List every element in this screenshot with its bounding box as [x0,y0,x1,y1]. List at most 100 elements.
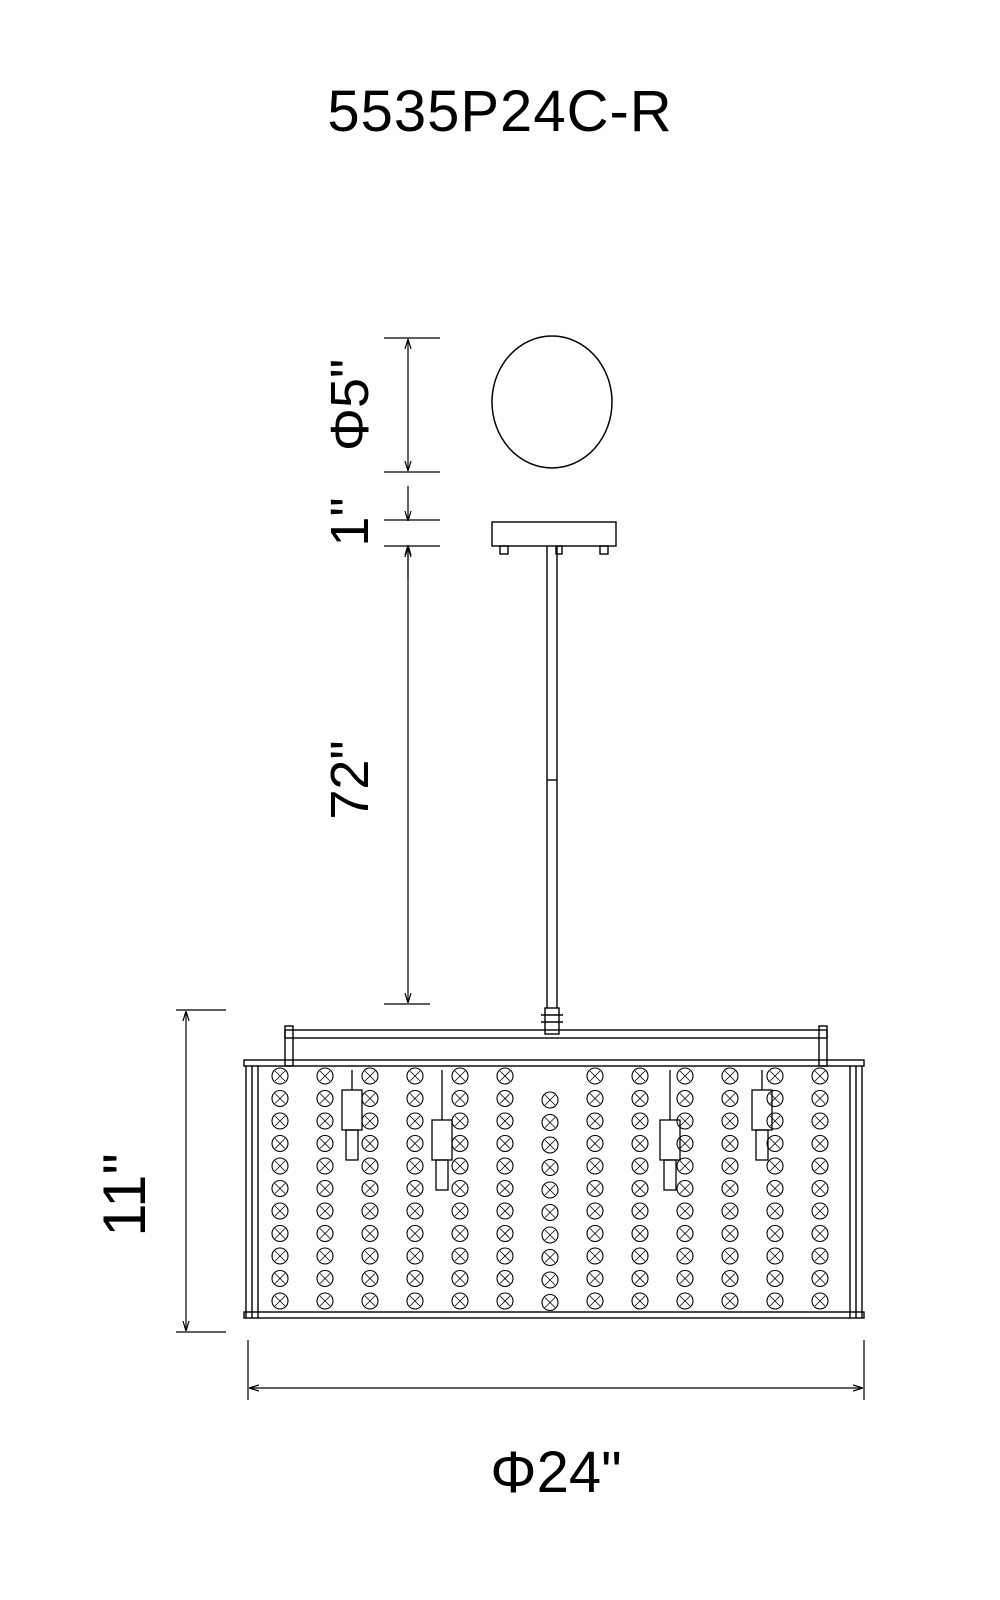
crystal-bead [496,1089,514,1108]
crystal-bead [406,1112,424,1130]
crystal-facet [679,1205,691,1217]
crystal-bead [406,1179,424,1198]
crystal-facet [454,1250,466,1262]
crystal-bead [541,1136,559,1154]
crystal-facet [409,1228,421,1239]
crystal-facet [319,1250,331,1262]
crystal-facet [544,1094,556,1106]
crystal-facet [544,1139,556,1151]
crystal-facet [544,1117,556,1128]
crystal-bead [586,1179,604,1198]
crystal-strand [451,1067,469,1310]
crystal-bead [271,1089,289,1108]
crystal-bead [811,1134,829,1153]
crystal-bead [406,1067,424,1085]
dimension-fixture-diameter [247,1340,865,1400]
crystal-bead [271,1224,289,1243]
crystal-facet [274,1115,286,1127]
crystal-facet [499,1138,511,1149]
crystal-bead [361,1247,379,1265]
crystal-facet [769,1183,781,1194]
crystal-bead [766,1179,784,1198]
crystal-facet [814,1160,826,1172]
crystal-bead [676,1224,694,1243]
crystal-bead [316,1224,334,1243]
canopy-top-view [491,335,613,469]
crystal-facet [364,1228,376,1239]
crystal-facet [544,1162,556,1173]
crystal-facet [634,1205,646,1217]
crystal-facet [409,1093,421,1104]
crystal-bead [676,1134,694,1153]
crystal-facet [544,1252,556,1263]
crystal-bead [721,1067,739,1085]
crystal-facet [724,1205,736,1217]
crystal-bead [451,1247,469,1265]
crystal-bead [586,1292,604,1310]
crystal-bead [271,1269,289,1288]
crystal-bead [316,1247,334,1265]
crystal-bead [541,1181,559,1199]
crystal-bead [406,1247,424,1265]
crystal-facet [499,1250,511,1262]
crystal-bead [496,1179,514,1198]
crystal-facet [679,1160,691,1172]
crystal-bead [271,1179,289,1198]
crystal-facet [454,1273,466,1284]
crystal-facet [634,1183,646,1194]
crystal-bead [271,1292,289,1310]
crystal-strand [631,1067,649,1310]
crystal-facet [769,1273,781,1284]
crystal-bead [496,1112,514,1130]
crystal-facet [589,1273,601,1284]
crystal-bead [451,1089,469,1108]
crystal-facet [274,1295,286,1307]
crystal-facet [274,1138,286,1149]
crystal-facet [454,1205,466,1217]
crystal-facet [634,1228,646,1239]
crystal-bead [766,1269,784,1288]
crystal-bead [361,1067,379,1085]
crystal-bead [811,1067,829,1085]
crystal-facet [814,1070,826,1082]
crystal-facet [814,1115,826,1127]
crystal-bead [541,1158,559,1177]
crystal-facet [454,1183,466,1194]
crystal-bead [721,1202,739,1220]
dimension-canopy-diameter [384,337,440,473]
crystal-facet [679,1070,691,1082]
crystal-bead [496,1224,514,1243]
crystal-facet [589,1228,601,1239]
crystal-bead [811,1224,829,1243]
crystal-facet [769,1250,781,1262]
crystal-bead [676,1067,694,1085]
crystal-bead [316,1089,334,1108]
crystal-bead [541,1271,559,1289]
crystal-bead [631,1089,649,1108]
dimension-fixture-height [176,1009,226,1333]
crystal-facet [499,1273,511,1284]
crystal-bead [496,1292,514,1310]
crystal-bead [676,1179,694,1198]
crystal-facet [544,1184,556,1196]
crystal-bead [406,1292,424,1310]
crystal-bead [451,1224,469,1243]
crystal-strand [406,1067,424,1310]
crystal-bead [451,1269,469,1288]
crystal-facet [274,1160,286,1172]
crystal-bead [406,1269,424,1288]
crystal-bead [451,1202,469,1220]
crystal-facet [634,1295,646,1307]
model-number: 5535P24C-R [327,79,673,144]
crystal-bead [766,1134,784,1153]
canopy-side-view [491,521,617,555]
crystal-bead [271,1067,289,1085]
crystal-bead [721,1224,739,1243]
crystal-facet [634,1093,646,1104]
crystal-facet [589,1250,601,1262]
crystal-facet [769,1160,781,1172]
crystal-facet [589,1070,601,1082]
crystal-bead [766,1202,784,1220]
crystal-bead [361,1292,379,1310]
crystal-bead [271,1112,289,1130]
